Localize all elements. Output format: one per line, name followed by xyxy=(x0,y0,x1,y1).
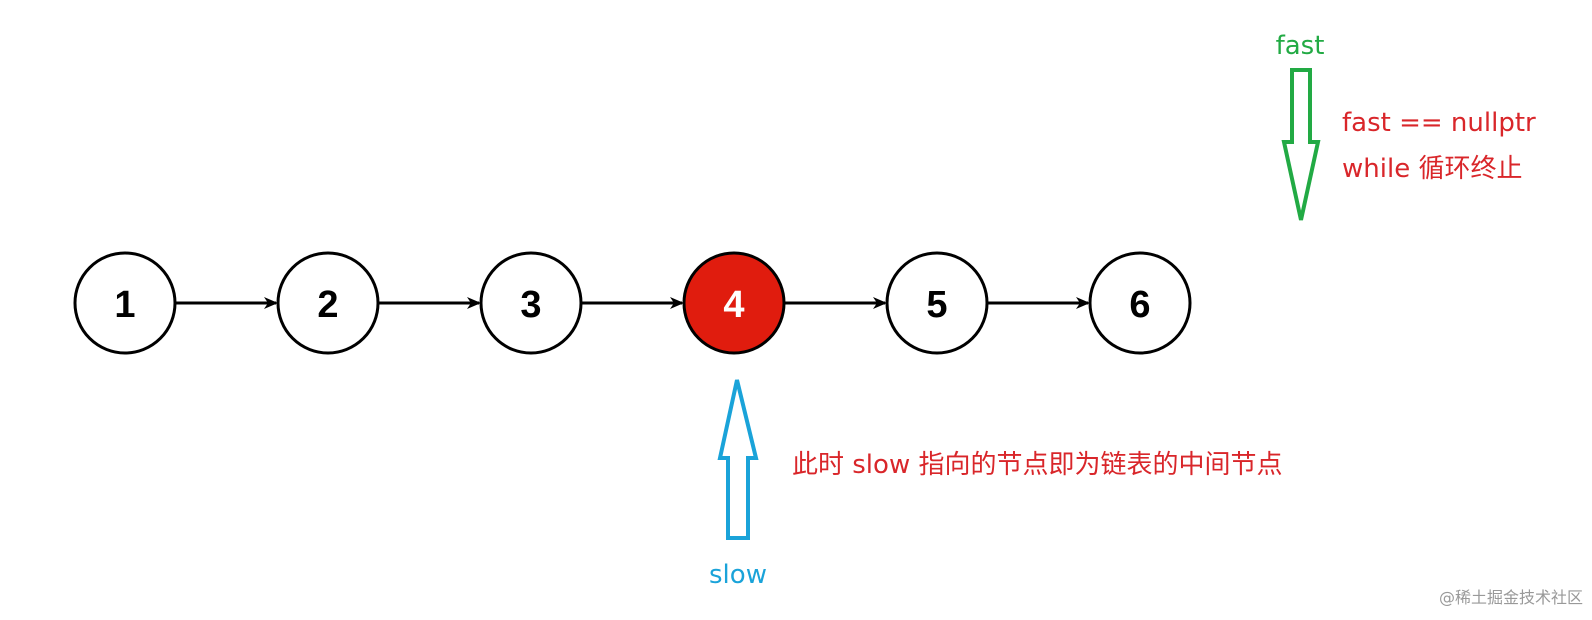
list-node: 3 xyxy=(479,251,583,355)
slow-pointer-label: slow xyxy=(709,560,767,590)
fast-arrow-down-icon xyxy=(1281,68,1321,221)
node-circle xyxy=(885,251,989,355)
fast-pointer: fast xyxy=(1276,31,1325,221)
list-nodes: 1 2 3 4 5 6 xyxy=(73,251,1192,355)
fast-note-line-2: while 循环终止 xyxy=(1342,154,1522,184)
node-label: 3 xyxy=(520,284,541,326)
node-circle xyxy=(276,251,380,355)
node-label: 2 xyxy=(317,284,338,326)
slow-pointer: slow xyxy=(709,379,767,590)
fast-pointer-label: fast xyxy=(1276,31,1325,61)
node-label: 6 xyxy=(1129,284,1150,326)
node-label: 5 xyxy=(926,284,947,326)
fast-note-line-1: fast == nullptr xyxy=(1342,108,1536,138)
list-node: 5 xyxy=(885,251,989,355)
list-node: 1 xyxy=(73,251,177,355)
list-node: 6 xyxy=(1088,251,1192,355)
list-node-highlighted: 4 xyxy=(682,251,786,355)
slow-arrow-up-icon xyxy=(717,379,759,540)
node-label: 4 xyxy=(723,284,744,326)
watermark: @稀土掘金技术社区 xyxy=(1439,588,1583,607)
node-circle xyxy=(682,251,786,355)
slow-note: 此时 slow 指向的节点即为链表的中间节点 xyxy=(792,450,1282,480)
node-circle xyxy=(479,251,583,355)
node-circle xyxy=(73,251,177,355)
node-circle xyxy=(1088,251,1192,355)
list-node: 2 xyxy=(276,251,380,355)
fast-note: fast == nullptr while 循环终止 xyxy=(1342,108,1536,184)
node-label: 1 xyxy=(114,284,135,326)
